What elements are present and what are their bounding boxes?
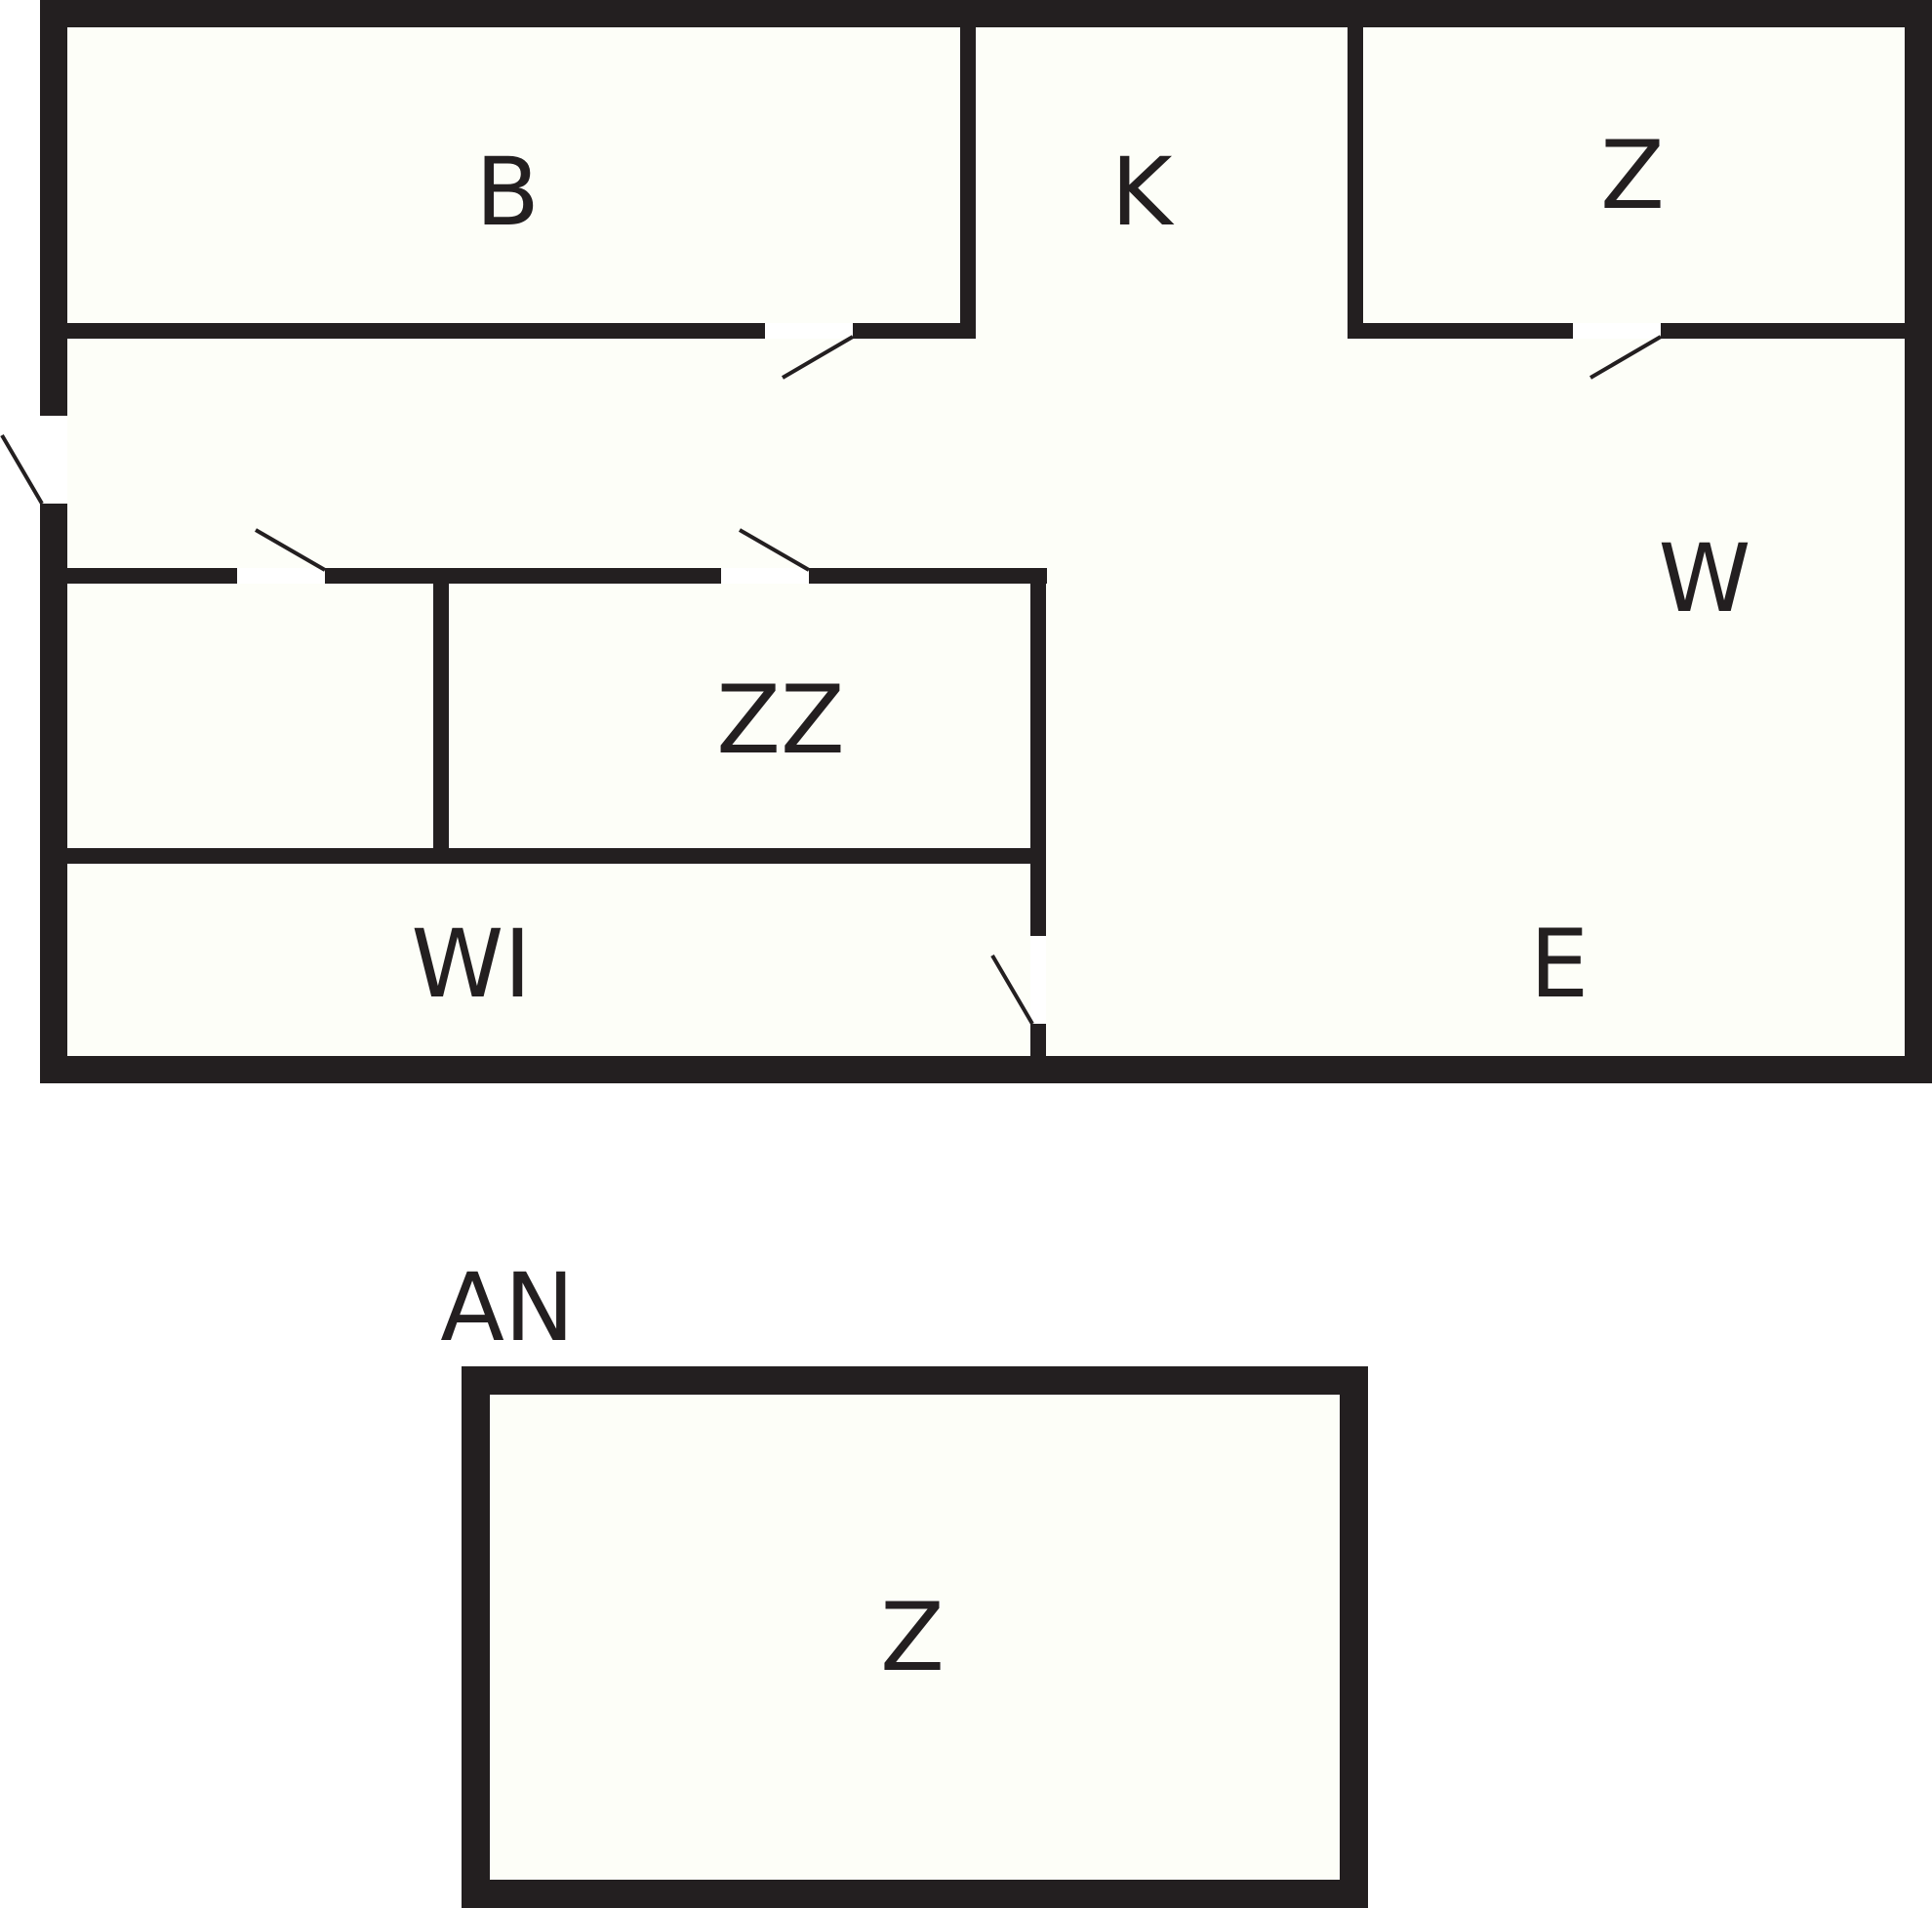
room-label-b: B — [475, 138, 540, 247]
room-label-wi: WI — [411, 910, 531, 1019]
door-zz — [721, 568, 809, 584]
door-z-top-leaf — [1589, 335, 1663, 380]
upper-unit: B K Z W ZZ WI E — [0, 0, 1932, 1083]
door-entrance — [40, 416, 67, 504]
room-label-zz: ZZ — [716, 666, 845, 775]
annex-label: AN — [440, 1253, 574, 1362]
outer-walls — [40, 0, 1932, 1083]
room-labels: B K Z W ZZ WI E — [411, 121, 1751, 1019]
room-label-z-top: Z — [1600, 121, 1665, 230]
room-label-w: W — [1659, 524, 1751, 633]
door-b — [765, 323, 853, 339]
door-wi-leaf — [990, 954, 1034, 1026]
door-z-top — [1573, 323, 1661, 339]
door-small-room — [237, 568, 325, 584]
lower-unit: Z — [462, 1366, 1368, 1908]
room-label-k: K — [1111, 138, 1175, 247]
room-label-z-bottom: Z — [880, 1583, 945, 1692]
lower-unit-floor — [476, 1386, 1347, 1885]
upper-unit-floor — [54, 14, 1906, 1056]
door-wi — [1030, 936, 1046, 1024]
door-openings — [40, 323, 1661, 1024]
door-small-room-leaf — [254, 528, 327, 572]
door-entrance-leaf — [0, 433, 44, 506]
door-zz-leaf — [738, 528, 811, 572]
room-label-e: E — [1530, 910, 1590, 1019]
lower-unit-walls — [462, 1366, 1368, 1908]
door-b-leaf — [781, 335, 855, 380]
door-swings — [0, 335, 1663, 1026]
